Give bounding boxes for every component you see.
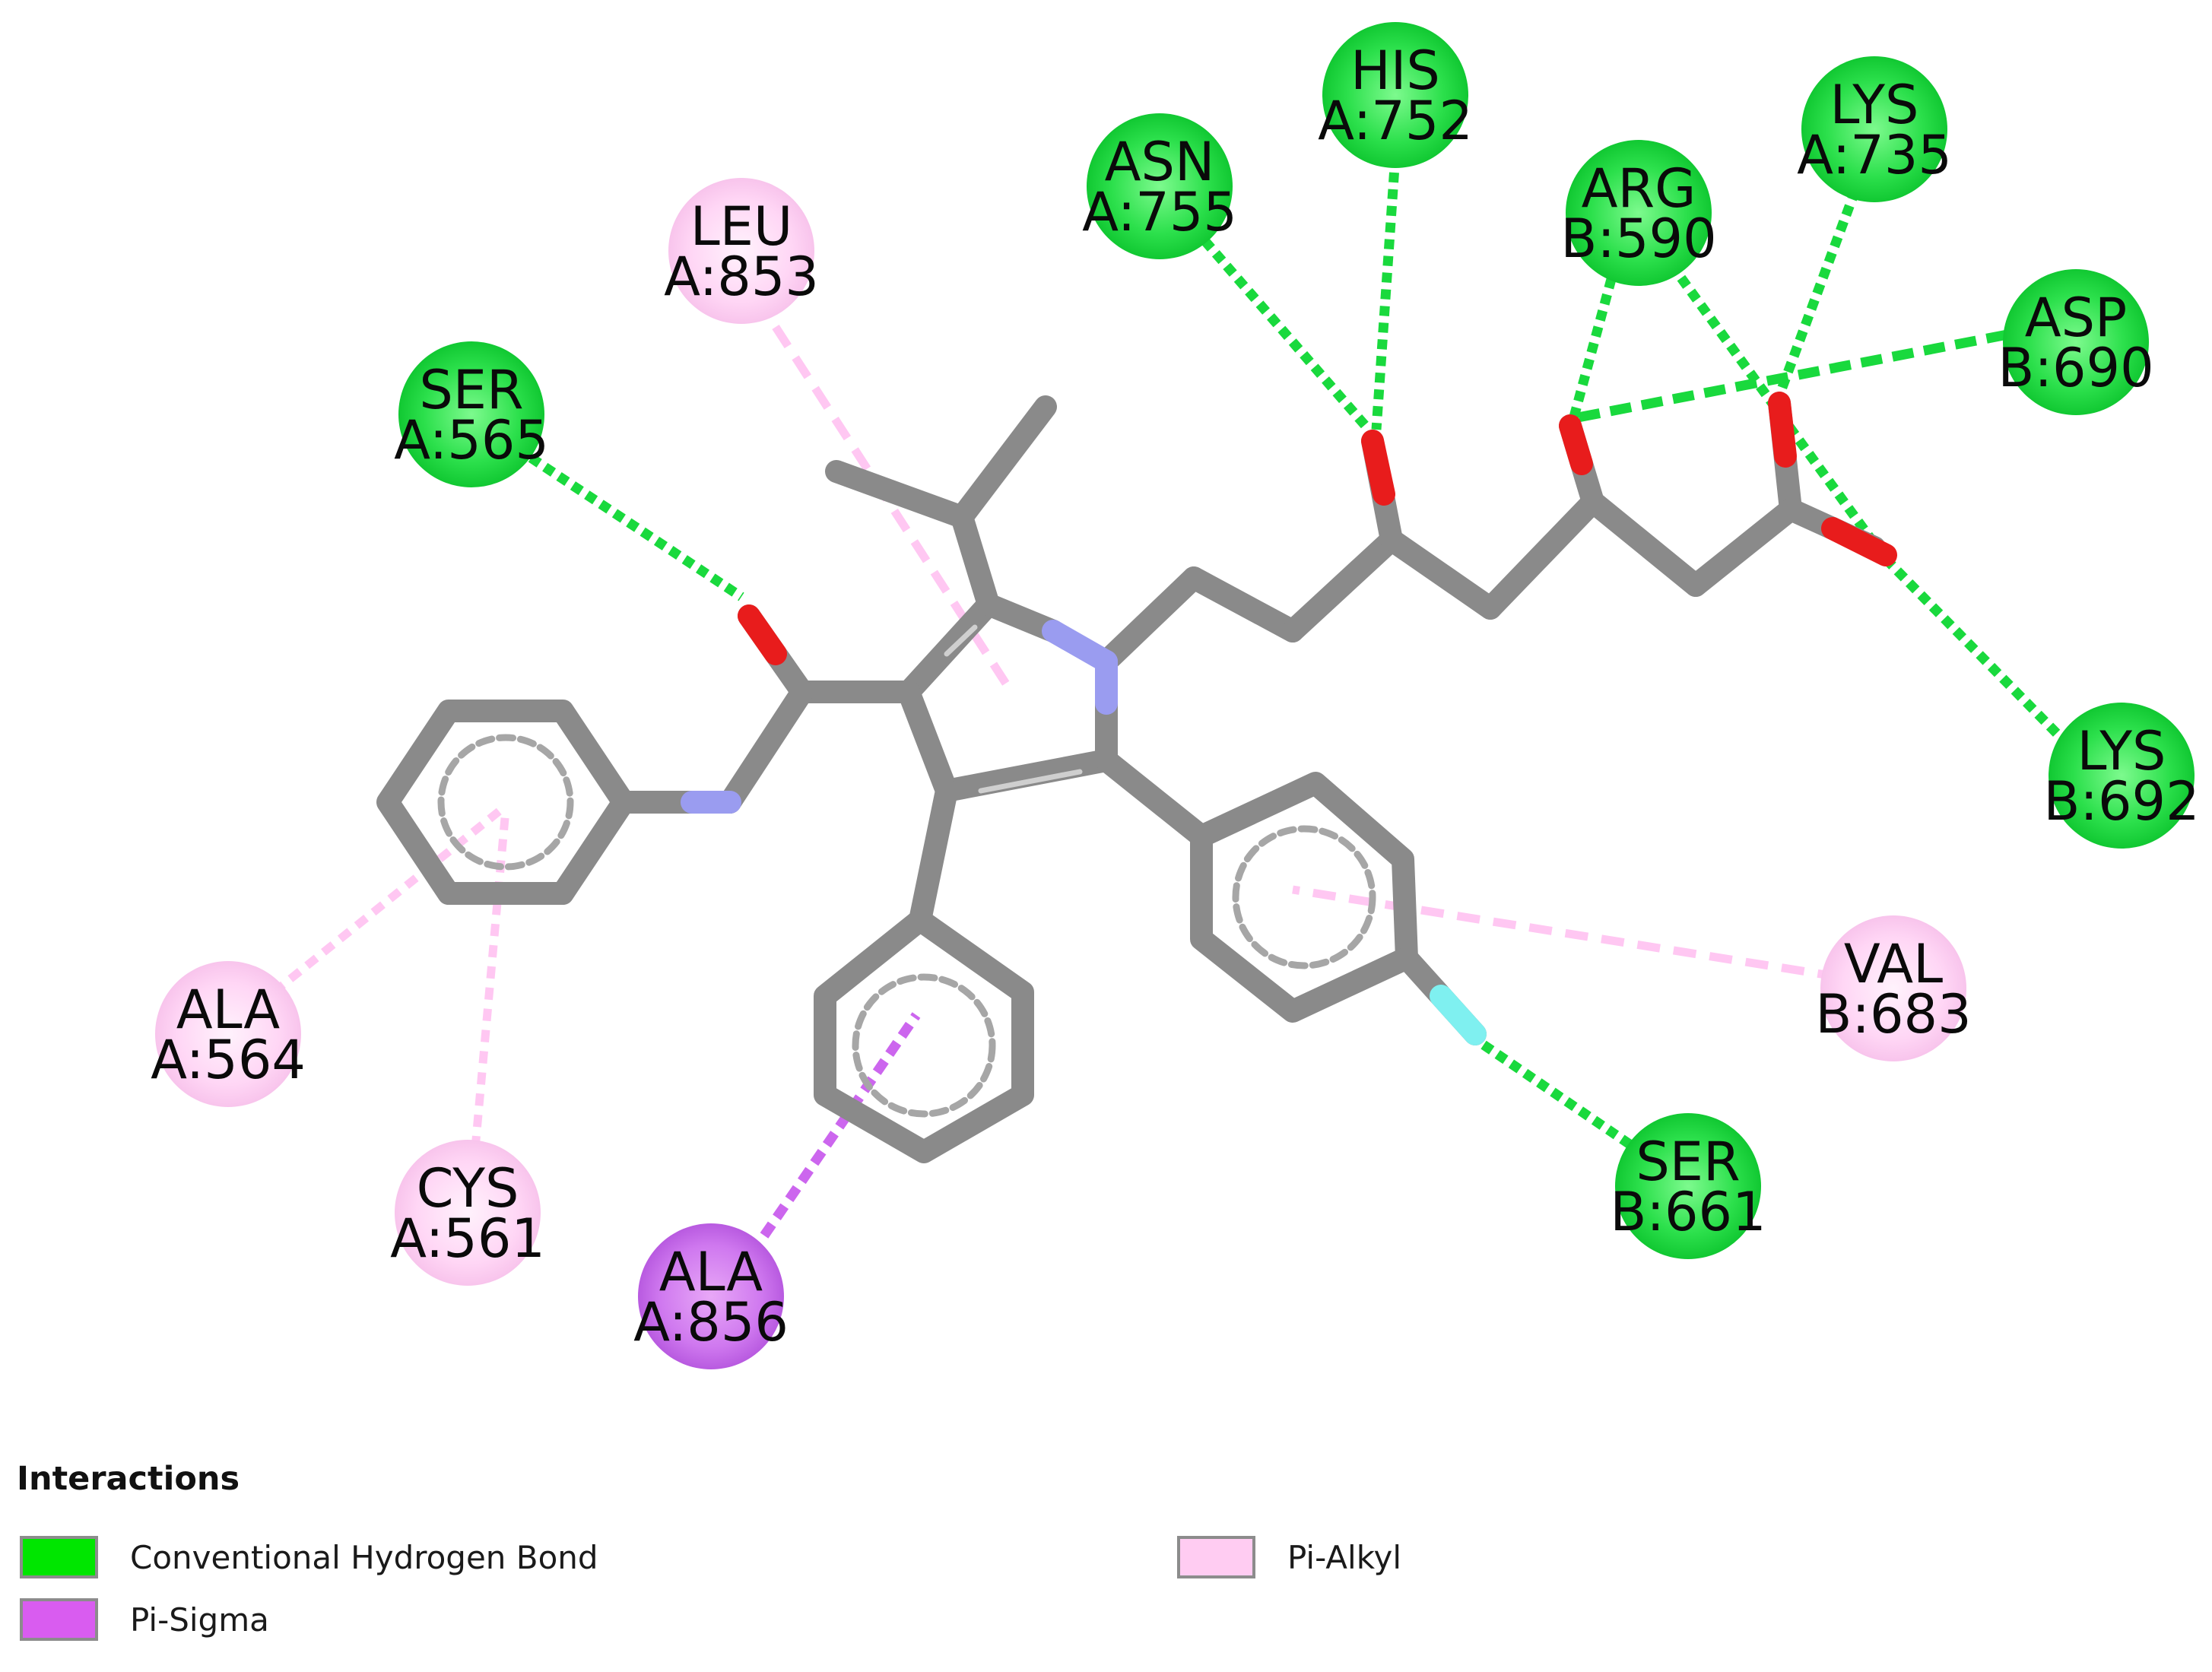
residue-position: B:692 <box>2043 770 2199 833</box>
residue-name: ALA <box>659 1241 763 1303</box>
residue-name: ALA <box>176 979 280 1041</box>
residue-circle <box>1566 140 1712 286</box>
residue-circle <box>1087 113 1233 259</box>
legend: Interactions Conventional Hydrogen Bond … <box>0 1445 2212 1672</box>
residue-name: LYS <box>2077 720 2166 782</box>
residue-position: B:690 <box>1998 337 2153 399</box>
carbon-bonds <box>376 392 1886 1163</box>
fluorine-atom <box>1430 985 1487 1045</box>
residue-position: A:735 <box>1797 124 1952 186</box>
residue-position: A:564 <box>151 1029 306 1091</box>
legend-label-hbond: Conventional Hydrogen Bond <box>130 1538 598 1576</box>
oxygen-atoms <box>738 392 1897 665</box>
residue-circle <box>1615 1113 1761 1259</box>
hbond-line-asn755 <box>1190 224 1373 433</box>
residue-name: ASP <box>2025 287 2128 349</box>
legend-item-pialkyl: Pi-Alkyl <box>1177 1534 1401 1580</box>
hbond-line-ser661 <box>1476 1037 1661 1168</box>
residue-name: SER <box>419 359 523 421</box>
residue-name: CYS <box>417 1157 519 1220</box>
residue-circle <box>668 178 814 324</box>
residue-name: HIS <box>1350 40 1440 102</box>
interaction-lines <box>271 155 2072 1239</box>
legend-item-pisigma: Pi-Sigma <box>20 1597 269 1642</box>
legend-label-pialkyl: Pi-Alkyl <box>1287 1538 1402 1576</box>
hbond-line-ser565 <box>514 444 744 601</box>
residue-position: A:755 <box>1082 181 1237 243</box>
residue-position: B:683 <box>1815 983 1971 1045</box>
residue-circle <box>1801 56 1947 202</box>
residue-circle <box>1322 22 1468 168</box>
legend-swatch-pialkyl <box>1177 1536 1255 1578</box>
residue-position: A:565 <box>394 409 549 471</box>
legend-swatch-hbond <box>20 1536 98 1578</box>
pialkyl-line-val683 <box>1292 885 1841 982</box>
aromatic-markers <box>437 734 1376 1118</box>
residue-circle <box>155 961 301 1107</box>
legend-title: Interactions <box>17 1460 240 1498</box>
pisigma-line-ala856 <box>760 1012 921 1239</box>
nitrogen-atoms <box>681 620 1118 814</box>
residue-position: A:752 <box>1318 90 1473 152</box>
hbond-line-arg590-o1 <box>1569 261 1621 418</box>
ligand-molecule <box>376 392 1897 1163</box>
residue-position: B:661 <box>1610 1181 1766 1243</box>
residue-circle <box>638 1223 784 1369</box>
residue-name: VAL <box>1844 933 1943 995</box>
residue-name: LEU <box>690 195 792 258</box>
pialkyl-line-ala564 <box>271 802 509 996</box>
residue-name: SER <box>1636 1131 1740 1193</box>
residue-name: LYS <box>1830 74 1919 136</box>
residue-position: B:590 <box>1560 208 1716 270</box>
hbond-line-lys735 <box>1774 188 1861 398</box>
residue-circle <box>2003 269 2149 415</box>
residue-position: A:856 <box>633 1291 789 1353</box>
legend-item-hbond: Conventional Hydrogen Bond <box>20 1534 598 1580</box>
residue-circle <box>395 1140 541 1286</box>
legend-label-pisigma: Pi-Sigma <box>130 1601 269 1639</box>
residue-circle <box>2049 703 2195 849</box>
residue-name: ASN <box>1105 131 1215 193</box>
legend-swatch-pisigma <box>20 1598 98 1641</box>
residue-circle <box>1820 915 1966 1061</box>
residue-name: ARG <box>1582 157 1696 220</box>
residue-position: A:561 <box>390 1207 545 1270</box>
double-bonds <box>944 624 1083 794</box>
hbond-line-lys692 <box>1874 547 2072 749</box>
residue-circle <box>398 341 544 487</box>
hbond-line-his752 <box>1371 155 1401 430</box>
hbond-line-arg590-o2 <box>1657 248 1879 547</box>
residue-position: A:853 <box>664 246 819 308</box>
hbond-line-asp690-a <box>1573 329 2009 424</box>
